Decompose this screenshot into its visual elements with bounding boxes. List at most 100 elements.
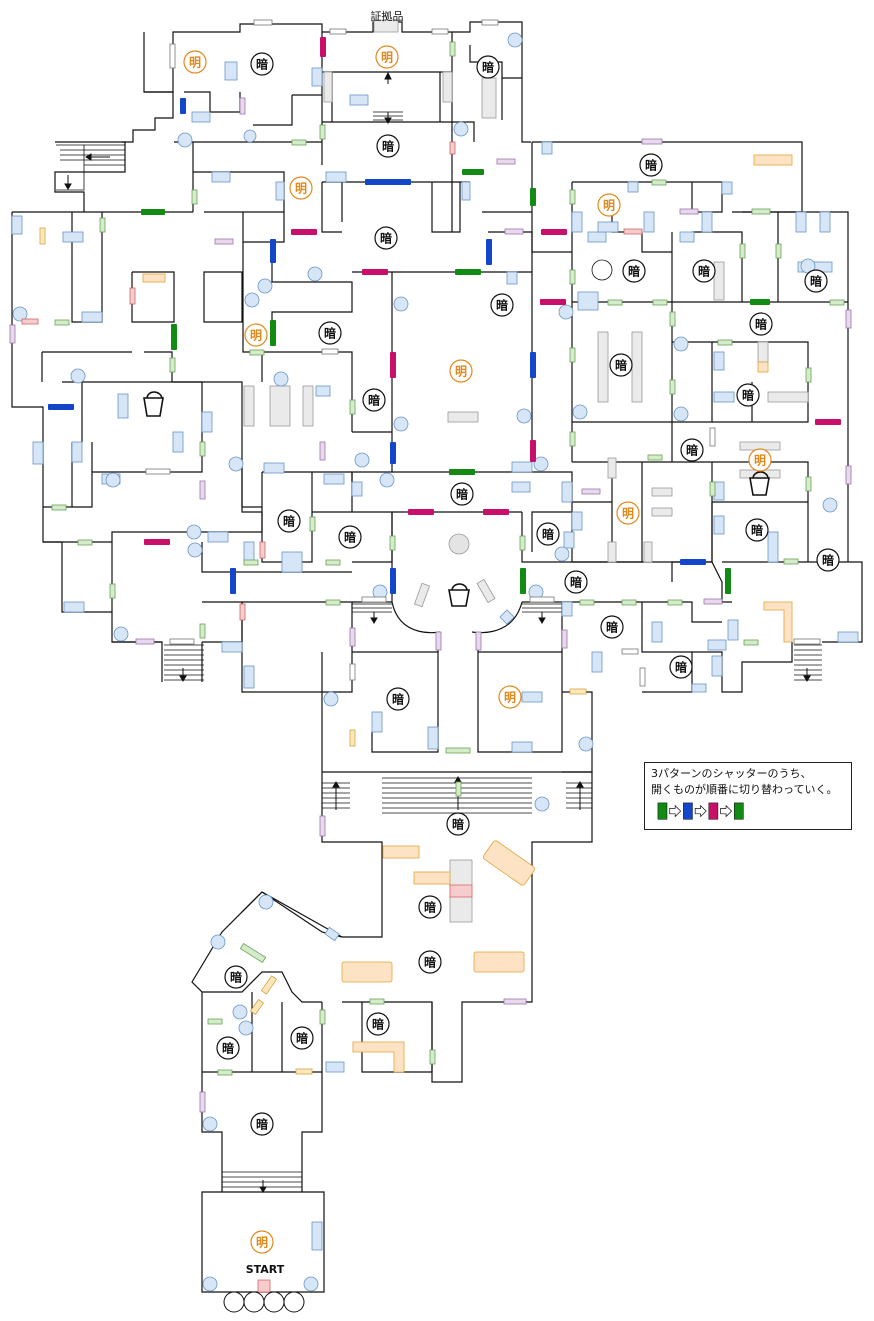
marker-label: 暗: [686, 443, 698, 458]
marker-circle: [680, 438, 704, 462]
marker-label: 暗: [424, 955, 436, 970]
dark-room-marker: 暗: [816, 548, 840, 572]
marker-circle: [749, 312, 773, 336]
marker-label: 暗: [742, 388, 754, 403]
marker-circle: [748, 448, 772, 472]
dark-room-marker: 暗: [386, 687, 410, 711]
legend-line-2: 開くものが順番に切り替わっていく。: [651, 783, 838, 796]
marker-label: 明: [504, 691, 516, 705]
marker-label: 暗: [256, 57, 268, 72]
marker-circle: [600, 615, 624, 639]
marker-label: 暗: [392, 692, 404, 707]
marker-label: 明: [381, 51, 393, 65]
dark-room-marker: 暗: [669, 655, 693, 679]
marker-label: 暗: [256, 1117, 268, 1132]
marker-circle: [490, 293, 514, 317]
room-markers: 明暗明暗暗明暗暗明明暗暗暗暗暗暗明暗暗暗明暗暗暗暗暗明暗暗暗暗暗暗明暗暗暗暗暗暗…: [183, 45, 840, 1254]
marker-label: 暗: [456, 487, 468, 502]
dark-room-marker: 暗: [450, 482, 474, 506]
dark-room-marker: 暗: [490, 293, 514, 317]
marker-label: 明: [455, 365, 467, 379]
arrow-right-icon: [694, 804, 707, 818]
marker-circle: [386, 687, 410, 711]
marker-label: 暗: [296, 1031, 308, 1046]
marker-label: 暗: [570, 575, 582, 590]
light-room-marker: 明: [289, 176, 313, 200]
marker-label: 明: [754, 454, 766, 468]
dark-room-marker: 暗: [290, 1026, 314, 1050]
arrow-right-icon: [720, 804, 733, 818]
dark-room-marker: 暗: [250, 1112, 274, 1136]
green-shutter-icon: [657, 802, 668, 820]
stair-arrows: [64, 71, 811, 1193]
marker-label: 暗: [482, 60, 494, 75]
marker-label: 明: [295, 182, 307, 196]
marker-circle: [446, 812, 470, 836]
marker-label: 暗: [810, 274, 822, 289]
light-room-marker: 明: [498, 685, 522, 709]
legend-text: 3パターンのシャッターのうち、 開くものが順番に切り替わっていく。: [651, 766, 837, 798]
marker-label: 暗: [755, 317, 767, 332]
dark-room-marker: 暗: [680, 438, 704, 462]
marker-label: 暗: [380, 231, 392, 246]
marker-label: 暗: [368, 393, 380, 408]
dark-room-marker: 暗: [804, 269, 828, 293]
marker-circle: [338, 525, 362, 549]
marker-circle: [498, 685, 522, 709]
marker-label: 暗: [542, 527, 554, 542]
marker-label: 暗: [628, 264, 640, 279]
marker-circle: [418, 950, 442, 974]
marker-circle: [564, 570, 588, 594]
marker-label: 暗: [751, 523, 763, 538]
marker-circle: [609, 353, 633, 377]
round-objects: [12, 32, 838, 1292]
light-room-marker: 明: [183, 50, 207, 74]
marker-circle: [250, 1112, 274, 1136]
marker-label: 暗: [615, 358, 627, 373]
marker-circle: [450, 482, 474, 506]
furniture: [11, 19, 859, 1293]
dark-room-marker: 暗: [600, 615, 624, 639]
light-room-marker: 明: [597, 193, 621, 217]
marker-circle: [250, 52, 274, 76]
dark-room-marker: 暗: [366, 1012, 390, 1036]
dark-room-marker: 暗: [622, 259, 646, 283]
dark-room-marker: 暗: [224, 965, 248, 989]
marker-circle: [597, 193, 621, 217]
doors: [9, 19, 852, 1113]
marker-circle: [224, 965, 248, 989]
marker-circle: [376, 134, 400, 158]
dark-room-marker: 暗: [277, 509, 301, 533]
dark-room-marker: 暗: [639, 153, 663, 177]
dark-room-marker: 暗: [216, 1036, 240, 1060]
light-room-marker: 明: [375, 45, 399, 69]
marker-label: 暗: [606, 620, 618, 635]
dark-room-marker: 暗: [446, 812, 470, 836]
light-room-marker: 明: [250, 1230, 274, 1254]
dark-room-marker: 暗: [476, 55, 500, 79]
marker-circle: [183, 50, 207, 74]
marker-label: 暗: [822, 553, 834, 568]
marker-circle: [374, 226, 398, 250]
marker-circle: [536, 522, 560, 546]
marker-circle: [418, 895, 442, 919]
marker-label: 暗: [698, 264, 710, 279]
marker-circle: [639, 153, 663, 177]
magenta-shutter-icon: [708, 802, 719, 820]
marker-label: 暗: [283, 514, 295, 529]
legend-sequence: [657, 802, 744, 820]
start-label: START: [246, 1263, 285, 1276]
marker-circle: [736, 383, 760, 407]
dark-room-marker: 暗: [250, 52, 274, 76]
shutters: [48, 37, 841, 594]
marker-label: 暗: [372, 1017, 384, 1032]
dark-room-marker: 暗: [418, 950, 442, 974]
marker-circle: [692, 259, 716, 283]
marker-label: 暗: [452, 817, 464, 832]
marker-circle: [375, 45, 399, 69]
dark-room-marker: 暗: [736, 383, 760, 407]
marker-circle: [745, 518, 769, 542]
marker-label: 暗: [324, 326, 336, 341]
bucket-icon: [143, 391, 770, 607]
light-room-marker: 明: [748, 448, 772, 472]
